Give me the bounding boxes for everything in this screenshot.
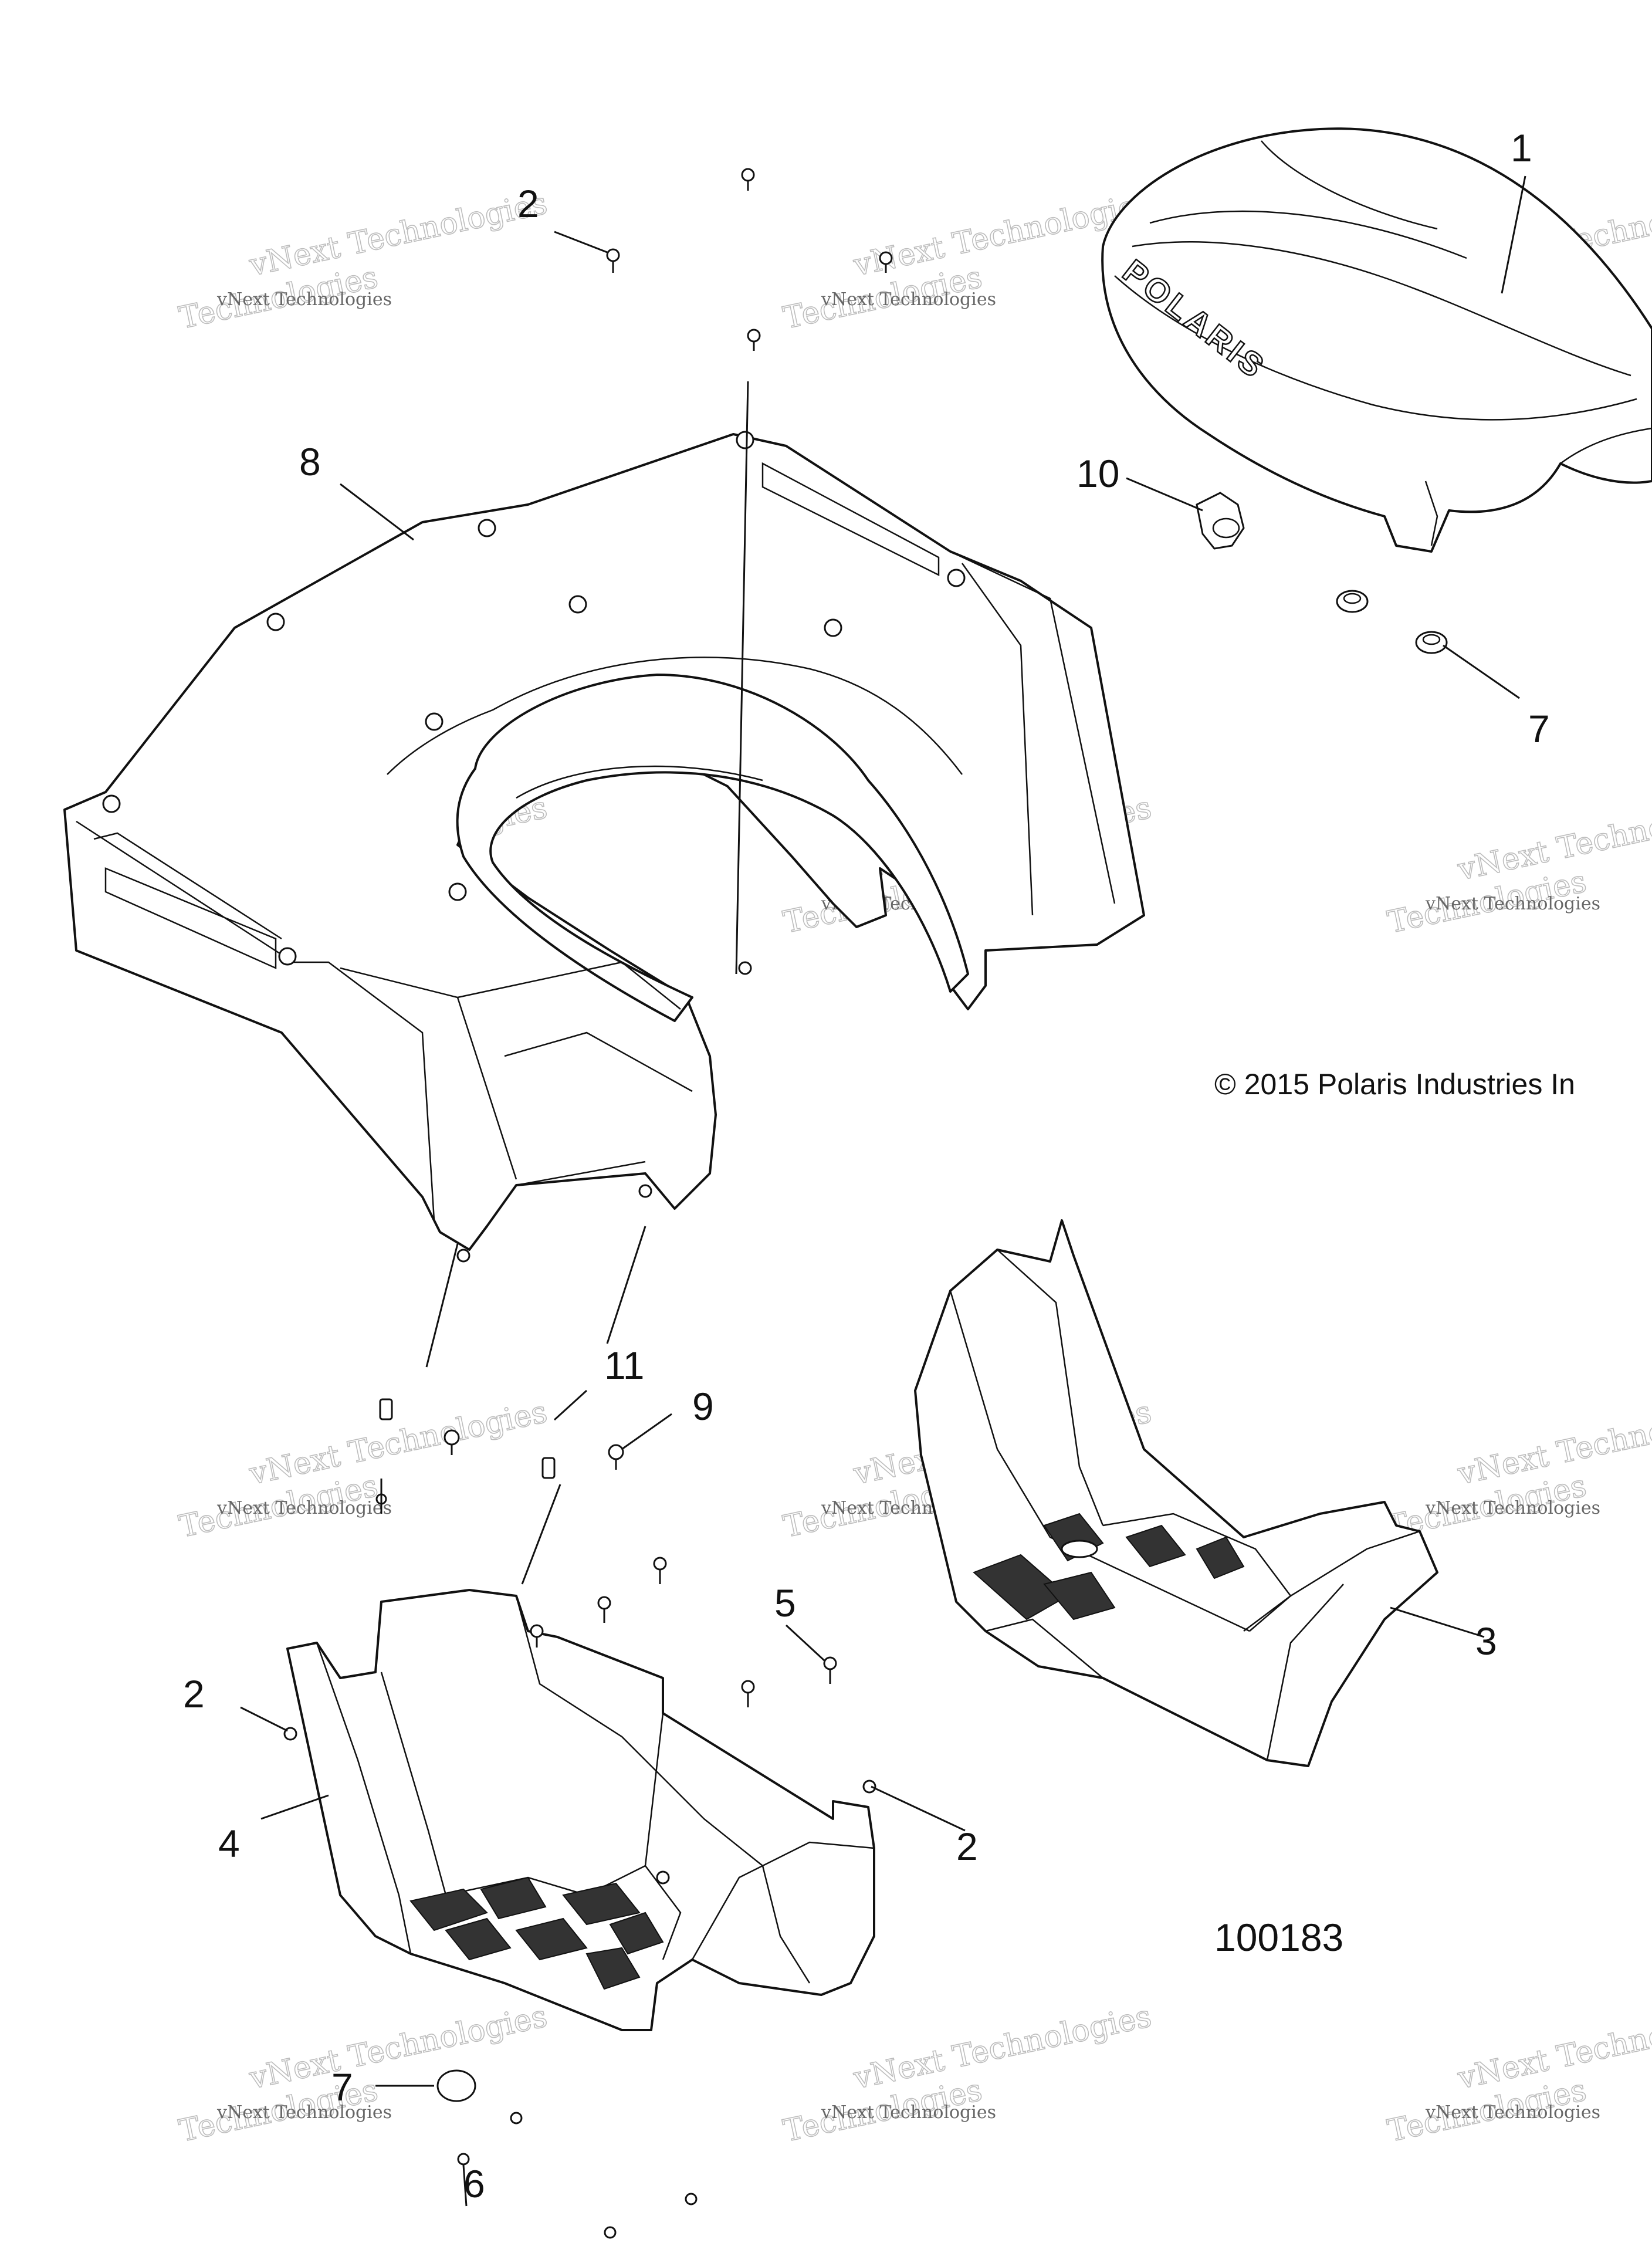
screw-icon	[530, 1624, 544, 1648]
seat-latch-icon	[1196, 492, 1245, 550]
fender-fastener-bosses	[102, 431, 966, 1263]
screw-icon	[375, 1479, 387, 1514]
callout-11: 11	[604, 1344, 645, 1387]
callout-4: 4	[218, 1822, 240, 1865]
svg-text:vNext Technologies: vNext Technologies	[1425, 2102, 1600, 2123]
callout-8: 8	[299, 440, 321, 483]
right-footwell-part	[914, 1219, 1438, 1767]
screw-icon	[656, 1870, 670, 1885]
nut-icon	[457, 2153, 470, 2166]
leader-lines	[240, 175, 1526, 2207]
watermark: Technologies vNext Technologies vNext Te…	[175, 1394, 550, 1545]
screw-icon	[444, 1429, 460, 1455]
clip-icon	[379, 1398, 393, 1420]
rear-fender-part	[63, 431, 1145, 1263]
svg-text:vNext Technologies: vNext Technologies	[821, 2102, 996, 2123]
callout-7: 7	[1528, 707, 1550, 750]
callout-2: 2	[183, 1672, 205, 1716]
svg-text:vNext Technologies: vNext Technologies	[216, 2102, 392, 2123]
callouts: 1 2 2 2 3 4 5 6 7 7 8 9 10 11	[183, 126, 1550, 2205]
svg-text:vNext Technologies: vNext Technologies	[246, 1395, 550, 1492]
screw-icon	[597, 1596, 611, 1623]
screw-icon	[741, 168, 755, 191]
nut-icon	[685, 2193, 698, 2205]
callout-1: 1	[1511, 126, 1532, 170]
clip-icon	[541, 1457, 556, 1479]
watermark: Technologies vNext Technologies vNext Te…	[1384, 1998, 1652, 2150]
screw-icon	[747, 329, 761, 351]
callout-2: 2	[517, 182, 539, 225]
callout-10: 10	[1076, 452, 1119, 495]
screw-icon	[879, 251, 893, 273]
right-footwell-tread	[973, 1513, 1245, 1621]
svg-text:vNext Technologies: vNext Technologies	[1425, 1498, 1600, 1518]
watermark: Technologies vNext Technologies vNext Te…	[175, 185, 550, 337]
screw-icon	[862, 1780, 876, 1794]
screw-icon	[608, 1444, 624, 1470]
callout-9: 9	[692, 1385, 714, 1428]
watermark: Technologies vNext Technologies vNext Te…	[780, 185, 1155, 337]
callout-7: 7	[331, 2065, 353, 2109]
hardware	[283, 168, 1448, 2239]
svg-text:vNext Technologies: vNext Technologies	[850, 1999, 1155, 2096]
screw-icon	[653, 1557, 667, 1584]
screw-icon	[823, 1656, 837, 1684]
svg-text:vNext Technologies: vNext Technologies	[821, 289, 996, 310]
reference-number: 100183	[1214, 1916, 1343, 1959]
screw-icon	[606, 248, 620, 273]
watermark: Technologies vNext Technologies vNext Te…	[780, 1998, 1155, 2150]
push-nut-icon	[1415, 631, 1448, 654]
plug-icon	[436, 2069, 476, 2102]
nut-icon	[510, 2112, 523, 2125]
nut-icon	[604, 2226, 617, 2239]
callout-5: 5	[774, 1581, 796, 1625]
svg-text:vNext Technologies: vNext Technologies	[216, 1498, 392, 1518]
copyright-notice: © 2015 Polaris Industries In	[1214, 1068, 1575, 1101]
callout-6: 6	[463, 2162, 485, 2205]
svg-text:vNext Technologies: vNext Technologies	[246, 186, 550, 283]
watermark: Technologies vNext Technologies vNext Te…	[1384, 1394, 1652, 1545]
watermark: Technologies vNext Technologies vNext Te…	[1384, 790, 1652, 941]
push-nut-icon	[1336, 590, 1369, 613]
screw-icon	[741, 1680, 755, 1707]
left-footwell-part	[286, 1589, 875, 2031]
seat-part: POLARIS	[1101, 127, 1652, 553]
left-footwell-tread	[409, 1876, 664, 1990]
callout-3: 3	[1475, 1619, 1497, 1663]
svg-text:vNext Technologies: vNext Technologies	[1425, 894, 1600, 914]
callout-2: 2	[956, 1825, 978, 1868]
svg-text:vNext Technologies: vNext Technologies	[216, 289, 392, 310]
watermark: Technologies vNext Technologies vNext Te…	[175, 1998, 550, 2150]
svg-text:vNext Technologies: vNext Technologies	[246, 1999, 550, 2096]
